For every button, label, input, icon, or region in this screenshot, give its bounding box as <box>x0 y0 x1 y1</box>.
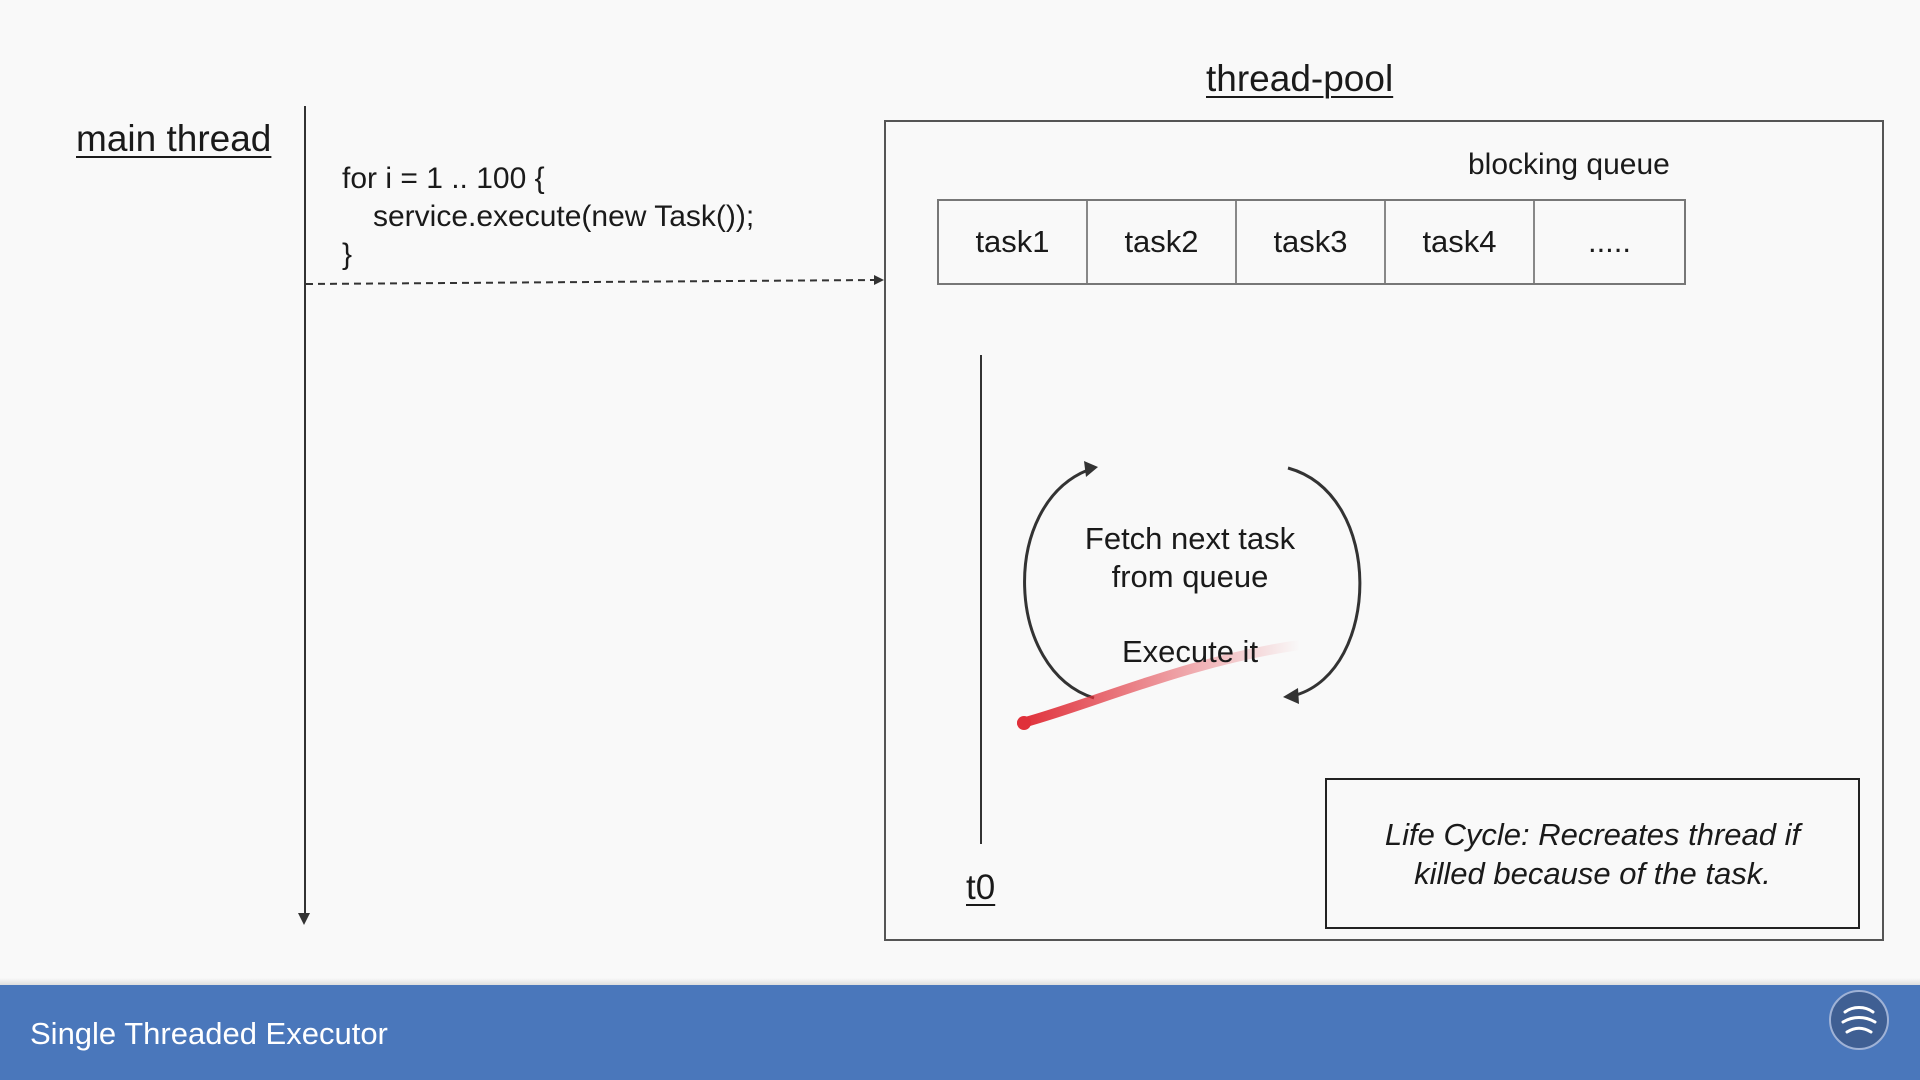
footer-bar <box>0 985 1920 1080</box>
queue-item: task1 <box>939 201 1088 283</box>
main-thread-timeline <box>304 106 306 918</box>
code-line-loop-start: for i = 1 .. 100 { <box>342 162 545 195</box>
lifecycle-note: Life Cycle: Recreates thread if killed b… <box>1384 816 1801 891</box>
queue-item: task4 <box>1386 201 1535 283</box>
lifecycle-note-box: Life Cycle: Recreates thread if killed b… <box>1325 778 1860 929</box>
code-line-loop-end: } <box>342 238 353 271</box>
queue-item: task3 <box>1237 201 1386 283</box>
fetch-execute-cycle-arrows <box>1017 461 1362 730</box>
defog-tech-logo-icon <box>1829 990 1889 1050</box>
blocking-queue-label: blocking queue <box>1468 148 1670 181</box>
submit-tasks-arrow <box>306 275 884 285</box>
thread-pool-box <box>884 120 1884 941</box>
main-thread-label: main thread <box>76 118 272 159</box>
cycle-fetch-step: Fetch next task from queue <box>1084 521 1296 594</box>
thread-pool-title: thread-pool <box>1206 58 1394 99</box>
queue-item: task2 <box>1088 201 1237 283</box>
worker-thread-timeline <box>980 355 982 844</box>
worker-thread-label: t0 <box>966 868 996 907</box>
timeline-arrowhead-icon <box>298 913 310 925</box>
queue-item-ellipsis: ..... <box>1587 224 1632 259</box>
cycle-execute-step: Execute it <box>1121 634 1259 669</box>
code-line-execute: service.execute(new Task()); <box>373 200 755 233</box>
blocking-queue: task1 task2 task3 task4 ..... <box>937 199 1686 285</box>
footer-shadow <box>0 978 1920 986</box>
slide-title: Single Threaded Executor <box>30 1016 388 1051</box>
